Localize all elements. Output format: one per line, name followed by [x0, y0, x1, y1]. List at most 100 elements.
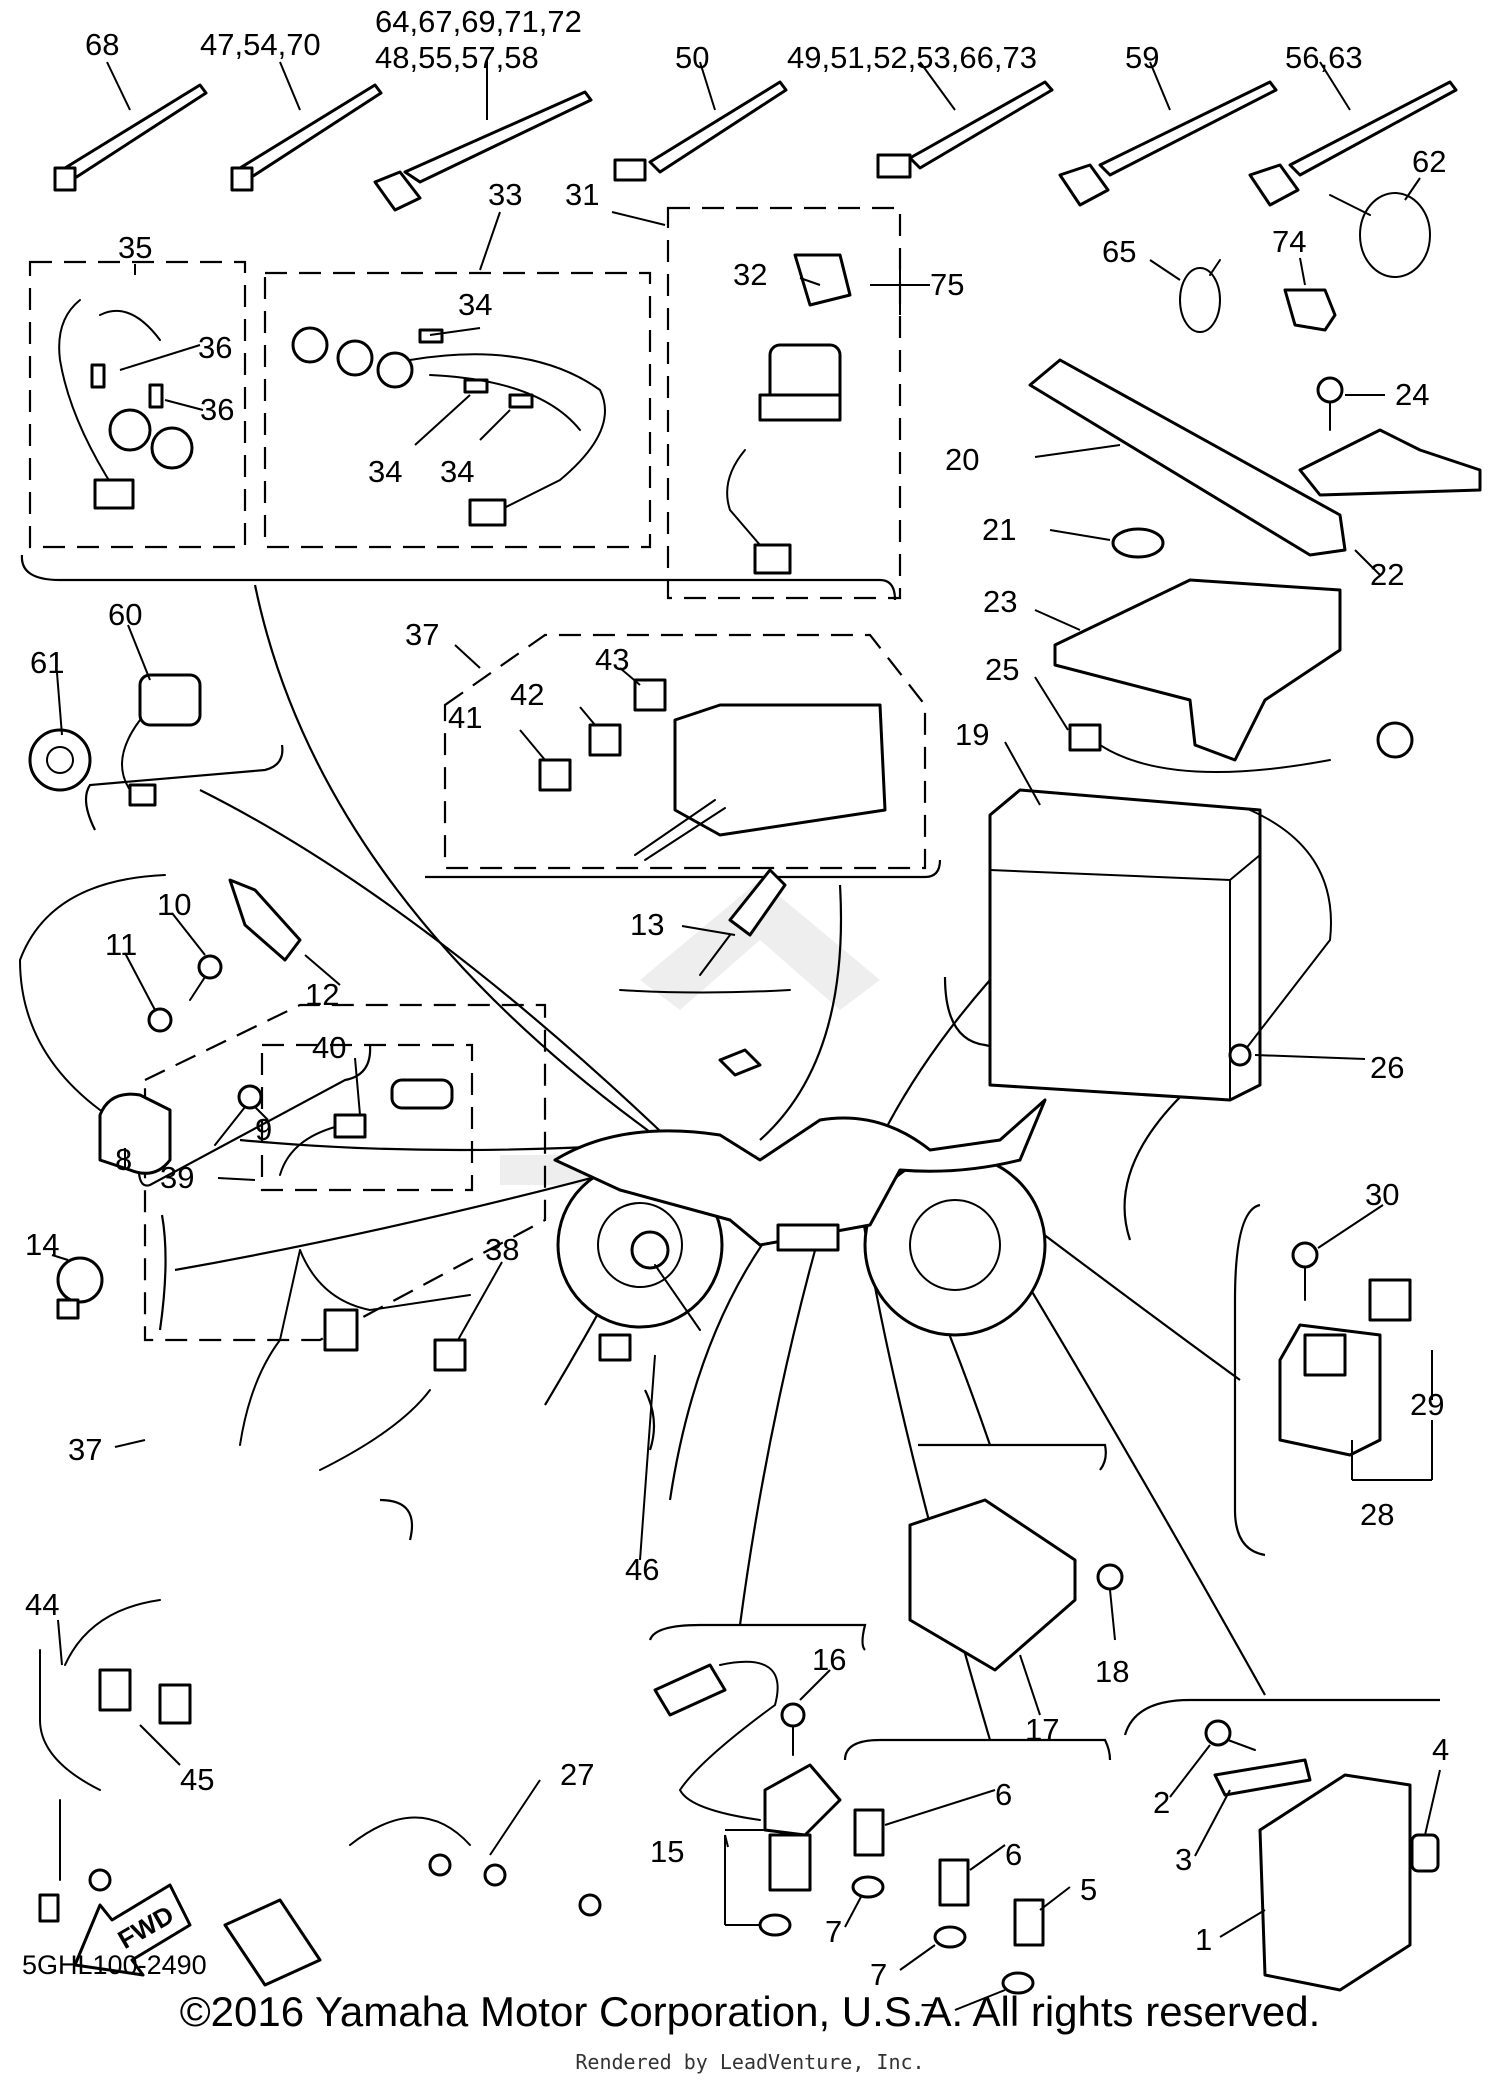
battery-19 — [988, 788, 1262, 1102]
bracket-fusebox — [425, 859, 942, 879]
callout-59: 59 — [1125, 40, 1159, 75]
reference-code: 5GHL100-2490 — [22, 1950, 207, 1980]
connector-pair-27 — [223, 1898, 322, 1987]
callout-50: 50 — [675, 40, 709, 75]
callout-40: 40 — [312, 1030, 346, 1065]
callout-68: 68 — [85, 27, 119, 62]
callout-7c: 7 — [920, 1997, 937, 2032]
callout-25: 25 — [985, 652, 1019, 687]
callout-27: 27 — [560, 1757, 594, 1792]
callout-33: 33 — [488, 177, 522, 212]
fuse-41 — [538, 758, 572, 792]
sensor-15 — [758, 1763, 842, 1937]
clamp-74 — [1283, 288, 1337, 332]
flow-line-35 — [253, 584, 676, 1151]
plug-cap-12 — [18, 874, 302, 1111]
washer-7a — [851, 1875, 885, 1899]
rectifier-17 — [908, 1498, 1077, 1672]
bolt-16 — [780, 1702, 806, 1756]
callout-2: 2 — [1153, 1785, 1170, 1820]
callout-4: 4 — [1432, 1732, 1449, 1767]
callout-22: 22 — [1370, 557, 1404, 592]
callout-34a: 34 — [458, 287, 492, 322]
callout-11: 11 — [105, 927, 137, 962]
group-box-33 — [263, 271, 652, 549]
callout-38: 38 — [485, 1232, 519, 1267]
callout-60: 60 — [108, 597, 142, 632]
callout-34b: 34 — [368, 454, 402, 489]
part-60 — [121, 673, 202, 807]
main-switch-31 — [726, 253, 852, 575]
callout-14: 14 — [25, 1227, 59, 1262]
sub-harness-33 — [291, 326, 606, 527]
callout-37a: 37 — [405, 617, 439, 652]
bracket-top — [20, 554, 897, 601]
bolt-18 — [1096, 1563, 1124, 1591]
flow-line-60 — [199, 789, 681, 1151]
callout-10: 10 — [157, 887, 191, 922]
callout-5: 5 — [1080, 1872, 1097, 1907]
cable-tie-48 — [373, 90, 593, 212]
callout-13: 13 — [630, 907, 664, 942]
bracket-3 — [1213, 1758, 1312, 1797]
callout-74: 74 — [1272, 224, 1306, 259]
rendered-by-credit: Rendered by LeadVenture, Inc. — [575, 2050, 925, 2074]
callout-62: 62 — [1412, 144, 1446, 179]
callout-30: 30 — [1365, 1177, 1399, 1212]
cable-tie-59 — [1058, 80, 1278, 207]
screw-24 — [1316, 376, 1344, 431]
main-harness-37 — [239, 1249, 471, 1471]
leader-lines — [51, 60, 1441, 2011]
group-box-37-fusebox — [443, 633, 927, 870]
callout-6a: 6 — [995, 1777, 1012, 1812]
callout-41: 41 — [448, 700, 482, 735]
callout-39: 39 — [160, 1160, 194, 1195]
callout-34c: 34 — [440, 454, 474, 489]
callout-1: 1 — [1195, 1922, 1212, 1957]
lead-26 — [1228, 809, 1332, 1067]
callout-64: 64,67,69,71,72 — [375, 4, 582, 39]
callout-21: 21 — [982, 512, 1016, 547]
screw-2 — [1204, 1719, 1256, 1751]
band-65 — [1179, 259, 1221, 333]
fuse-box-37 — [634, 703, 887, 861]
damper-21 — [1111, 527, 1165, 559]
connector-38 — [433, 1338, 467, 1372]
spark-plug-13 — [619, 868, 791, 994]
callout-20: 20 — [945, 442, 979, 477]
bracket-46 — [644, 1389, 656, 1451]
fuse-29 — [1368, 1278, 1412, 1322]
screw-30 — [1291, 1241, 1319, 1301]
group-box-35 — [28, 260, 247, 549]
callout-35: 35 — [118, 230, 152, 265]
flow-line-16 — [738, 1189, 834, 1626]
callout-36b: 36 — [200, 392, 234, 427]
wire-27 — [349, 1816, 602, 1917]
screw-9 — [214, 1084, 263, 1146]
lead-40 — [279, 1078, 454, 1176]
bracket-28 — [1233, 1203, 1266, 1557]
cable-tie-50 — [613, 80, 788, 182]
harness-45 — [38, 1799, 112, 1923]
bracket-19 — [943, 976, 1096, 1072]
flow-line-14 — [174, 1163, 641, 1272]
sensor-14 — [56, 1256, 104, 1320]
callout-49: 49,51,52,53,66,73 — [787, 40, 1037, 75]
callout-7a: 7 — [825, 1914, 842, 1949]
harness-44 — [39, 1599, 192, 1791]
washer-7b — [933, 1925, 967, 1949]
starter-relay-28 — [1278, 1323, 1382, 1457]
switch-46 — [598, 1230, 701, 1362]
ignition-coil-8 — [98, 1092, 172, 1175]
callout-43: 43 — [595, 642, 629, 677]
bracket-17 — [918, 1443, 1107, 1471]
damper-4 — [1410, 1833, 1440, 1873]
callout-26: 26 — [1370, 1050, 1404, 1085]
callout-23: 23 — [983, 584, 1017, 619]
screw-10 — [189, 954, 223, 1001]
flow-line-37 — [759, 884, 843, 1141]
callout-46: 46 — [625, 1552, 659, 1587]
callout-45: 45 — [180, 1762, 214, 1797]
callout-65: 65 — [1102, 234, 1136, 269]
